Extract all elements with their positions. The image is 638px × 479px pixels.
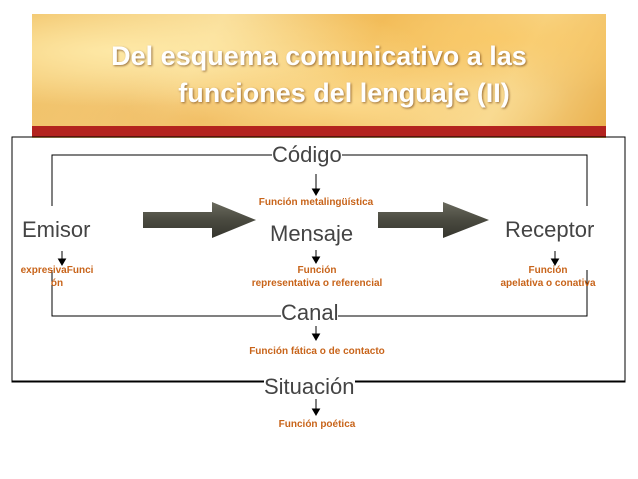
function-representativa-line2: representativa o referencial: [251, 278, 383, 289]
slide-title-line2: funciones del lenguaje (II): [178, 78, 510, 108]
banner-accent-bar: [32, 126, 606, 137]
function-fatica: Función fática o de contacto: [249, 346, 385, 357]
node-codigo: Código: [272, 142, 342, 167]
small-arrows: [57, 174, 560, 416]
function-apelativa: Función apelativa o conativa: [478, 264, 618, 290]
title-banner: [32, 14, 606, 138]
slide-title-line1: Del esquema comunicativo a las: [111, 41, 527, 71]
function-representativa: Función representativa o referencial: [226, 264, 408, 290]
function-expresiva-line1: expresivaFunci: [20, 265, 94, 276]
function-expresiva: expresivaFunci ón: [4, 264, 110, 290]
node-situacion: Situación: [264, 374, 355, 399]
function-metalinguistica: Función metalingüística: [258, 197, 374, 208]
slide-title: Del esquema comunicativo a las funciones…: [32, 38, 606, 112]
function-apelativa-line2: apelativa o conativa: [500, 278, 596, 289]
node-mensaje: Mensaje: [270, 221, 354, 246]
function-expresiva-line2: ón: [50, 278, 64, 289]
function-representativa-line1: Función: [297, 265, 337, 276]
node-receptor: Receptor: [505, 217, 595, 242]
emisor-to-mensaje-arrow: [143, 202, 256, 238]
node-canal: Canal: [281, 300, 339, 325]
node-emisor: Emisor: [22, 217, 91, 242]
mensaje-to-receptor-arrow: [378, 202, 489, 238]
function-poetica: Función poética: [278, 419, 356, 430]
function-apelativa-line1: Función: [528, 265, 568, 276]
